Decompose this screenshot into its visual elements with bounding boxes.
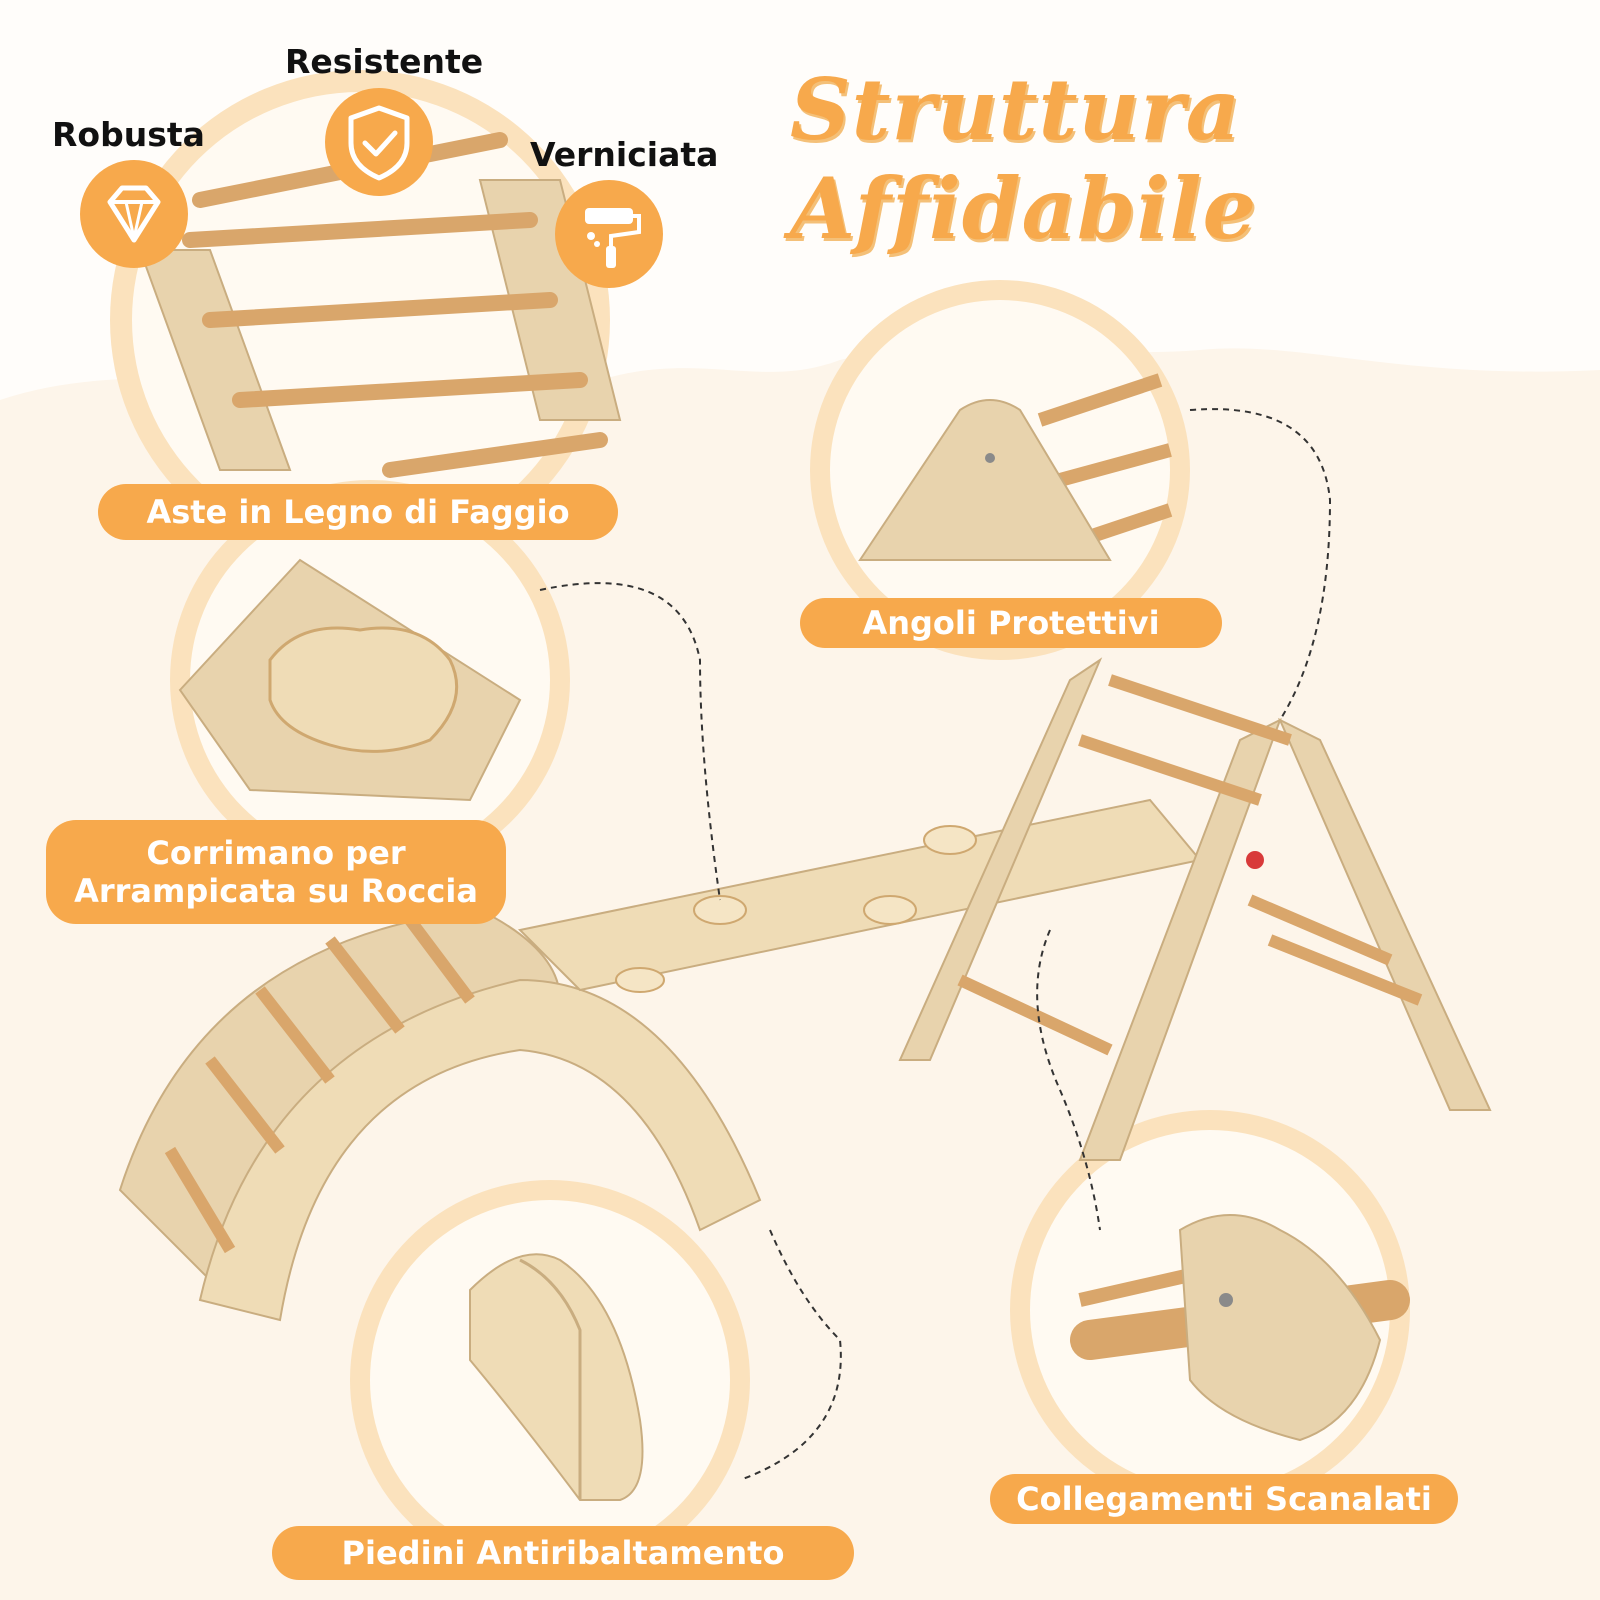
page-title: Struttura Affidabile: [790, 60, 1258, 258]
feature-text-corrimano-2: Arrampicata su Roccia: [74, 872, 478, 910]
feature-text-collegamenti: Collegamenti Scanalati: [1016, 1479, 1432, 1518]
feet-detail: [469, 1253, 644, 1501]
feature-text-piedini: Piedini Antiribaltamento: [341, 1533, 785, 1572]
joints-detail: [1070, 1214, 1410, 1442]
handhold-detail: [178, 558, 522, 802]
badge-label-verniciata: Verniciata: [530, 135, 719, 174]
diamond-icon: [80, 160, 188, 268]
feature-text-aste: Aste in Legno di Faggio: [146, 492, 570, 531]
shield-check-icon: [325, 88, 433, 196]
dashed-connectors: [539, 408, 1332, 1481]
paint-roller-icon: [555, 180, 663, 288]
feature-label-collegamenti: Collegamenti Scanalati: [990, 1474, 1458, 1524]
feature-label-piedini: Piedini Antiribaltamento: [272, 1526, 854, 1580]
feature-label-aste: Aste in Legno di Faggio: [98, 484, 618, 540]
feature-label-angoli: Angoli Protettivi: [800, 598, 1222, 648]
ramp-board: [517, 798, 1202, 993]
triangle-climber: [898, 657, 1492, 1161]
rods-detail: [138, 132, 622, 478]
arch-climber: [118, 908, 762, 1322]
feature-text-corrimano-1: Corrimano per: [146, 833, 406, 872]
corners-detail: [858, 373, 1173, 561]
feature-text-angoli: Angoli Protettivi: [862, 603, 1160, 642]
feature-label-corrimano: Corrimano per Arrampicata su Roccia: [46, 820, 506, 924]
badge-label-resistente: Resistente: [285, 42, 484, 81]
badge-label-robusta: Robusta: [52, 115, 205, 154]
